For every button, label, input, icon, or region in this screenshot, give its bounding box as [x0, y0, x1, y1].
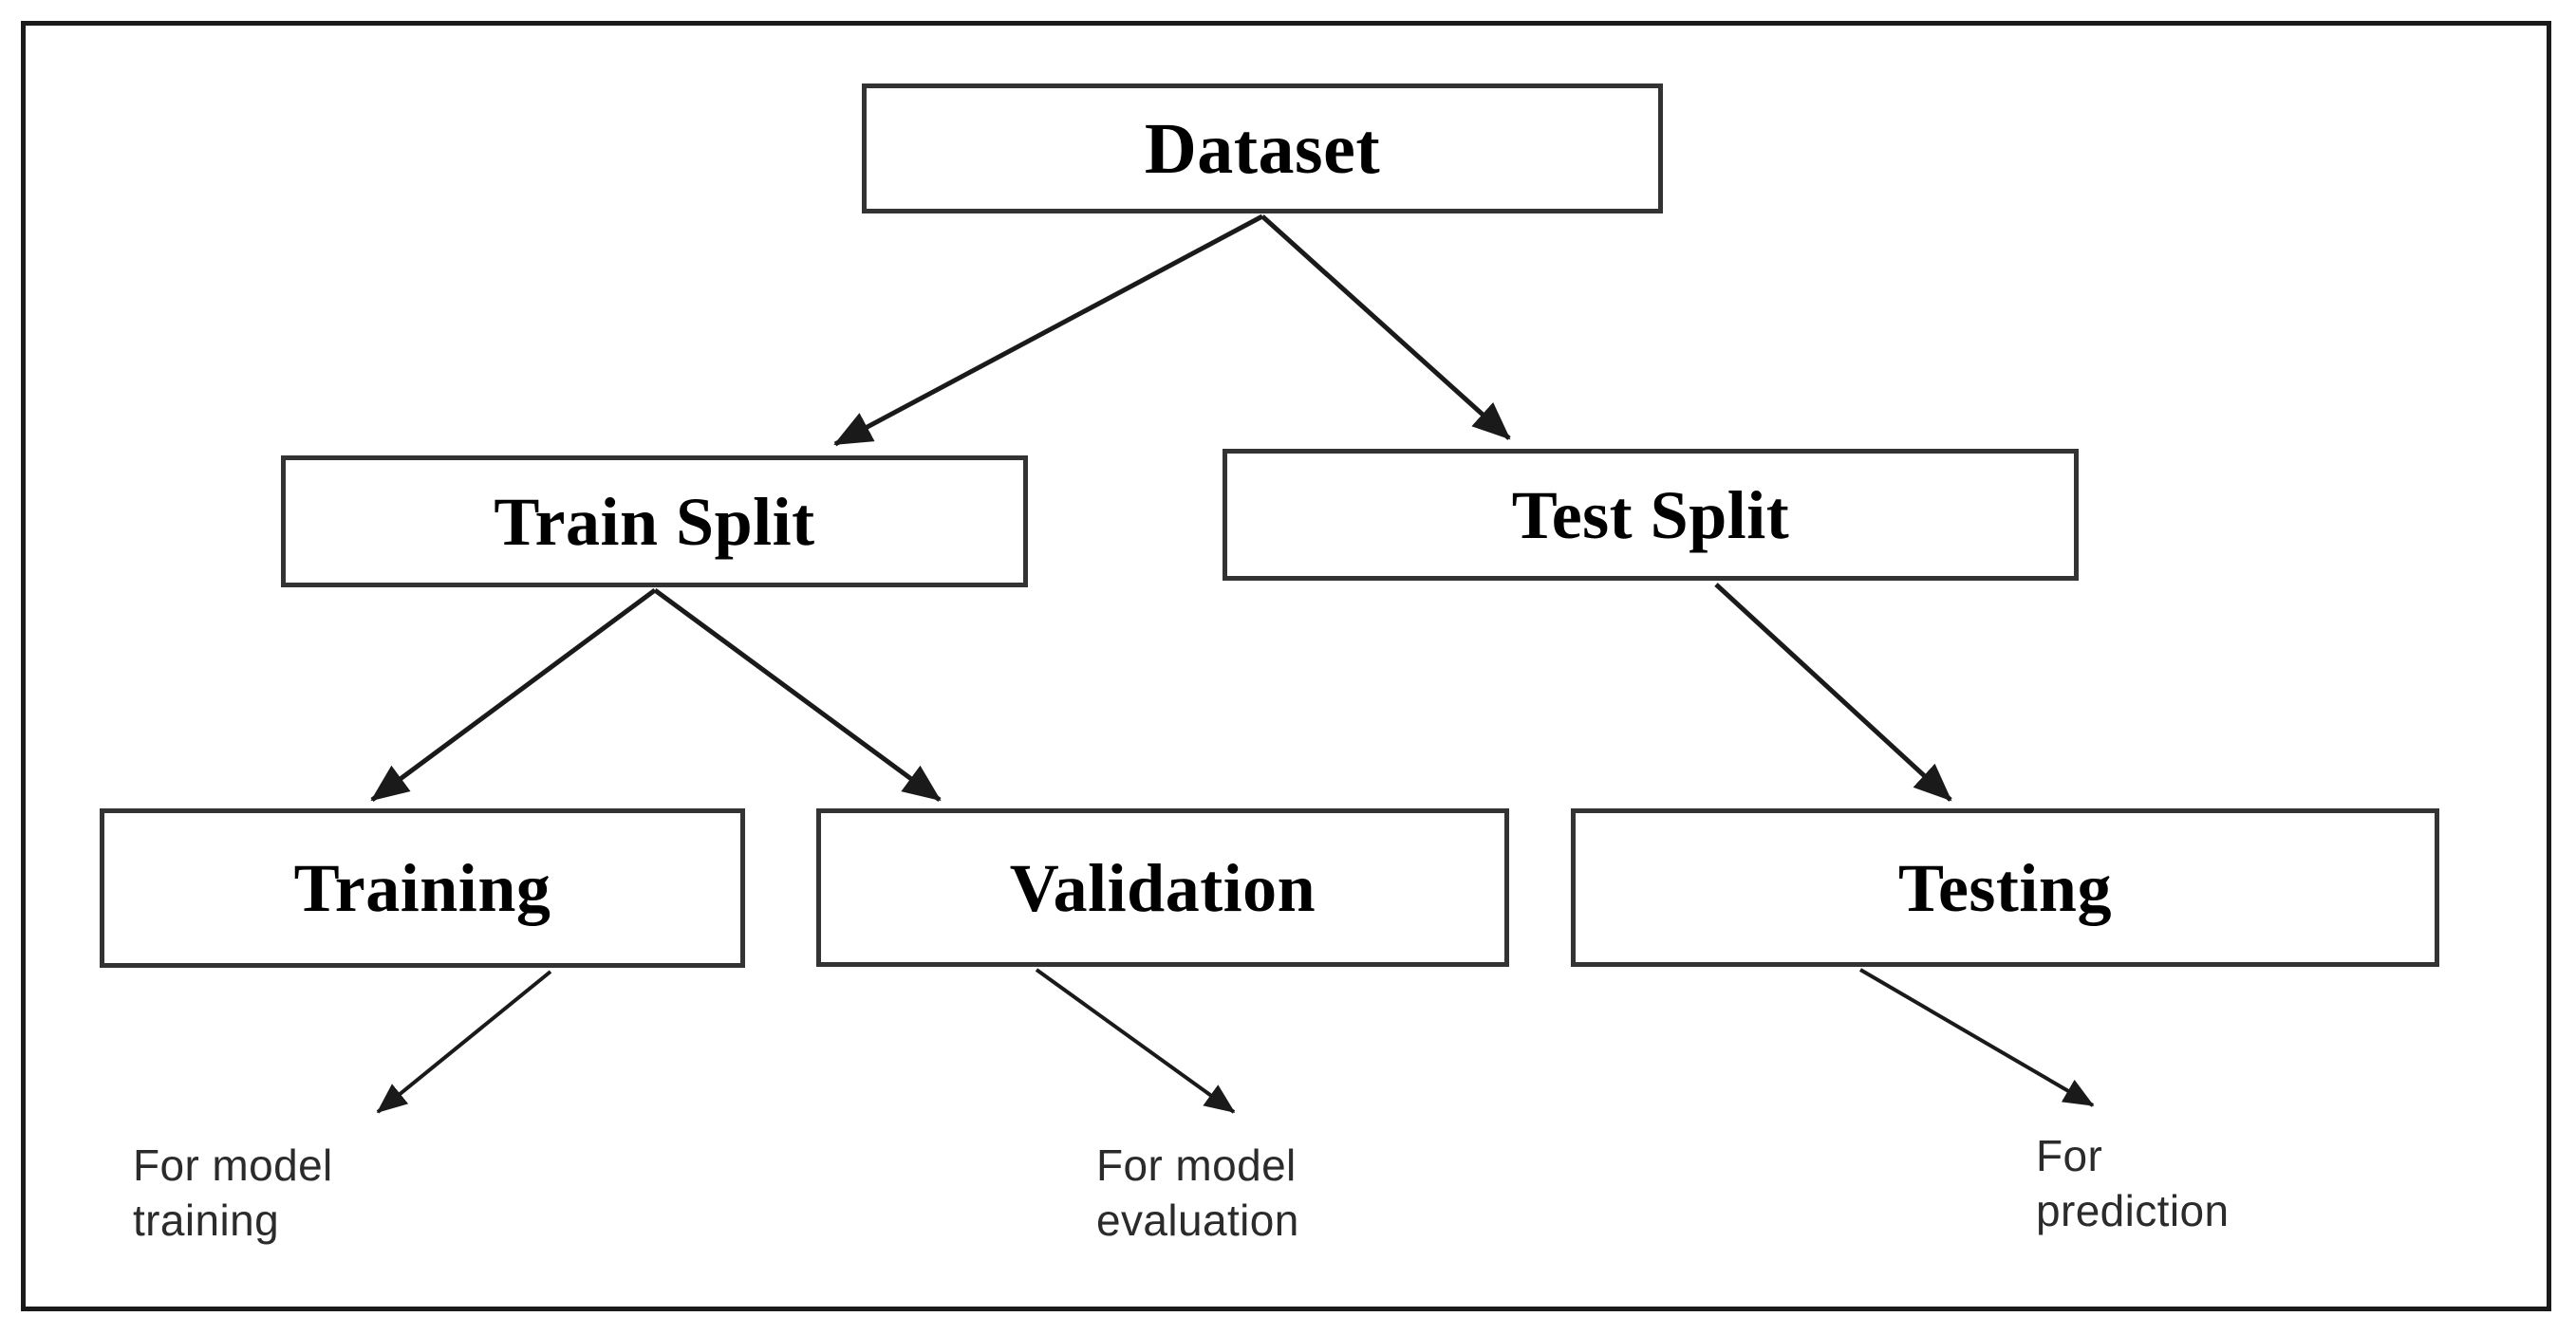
- diagram-outer-frame: [21, 21, 2551, 1311]
- node-test-split-label: Test Split: [1511, 476, 1790, 553]
- node-test-split[interactable]: Test Split: [1223, 449, 2079, 581]
- node-dataset[interactable]: Dataset: [862, 83, 1663, 213]
- node-training[interactable]: Training: [100, 808, 745, 968]
- annotation-testing: For prediction: [2036, 1131, 2230, 1235]
- node-train-split-label: Train Split: [494, 483, 815, 560]
- node-training-label: Training: [293, 850, 551, 926]
- annotation-validation: For model evaluation: [1096, 1140, 1299, 1245]
- node-testing-label: Testing: [1898, 849, 2112, 926]
- node-dataset-label: Dataset: [1144, 108, 1381, 189]
- node-testing[interactable]: Testing: [1571, 808, 2439, 967]
- node-validation-label: Validation: [1009, 849, 1316, 926]
- annotation-training: For model training: [133, 1140, 333, 1245]
- node-validation[interactable]: Validation: [816, 808, 1509, 967]
- node-train-split[interactable]: Train Split: [281, 455, 1028, 587]
